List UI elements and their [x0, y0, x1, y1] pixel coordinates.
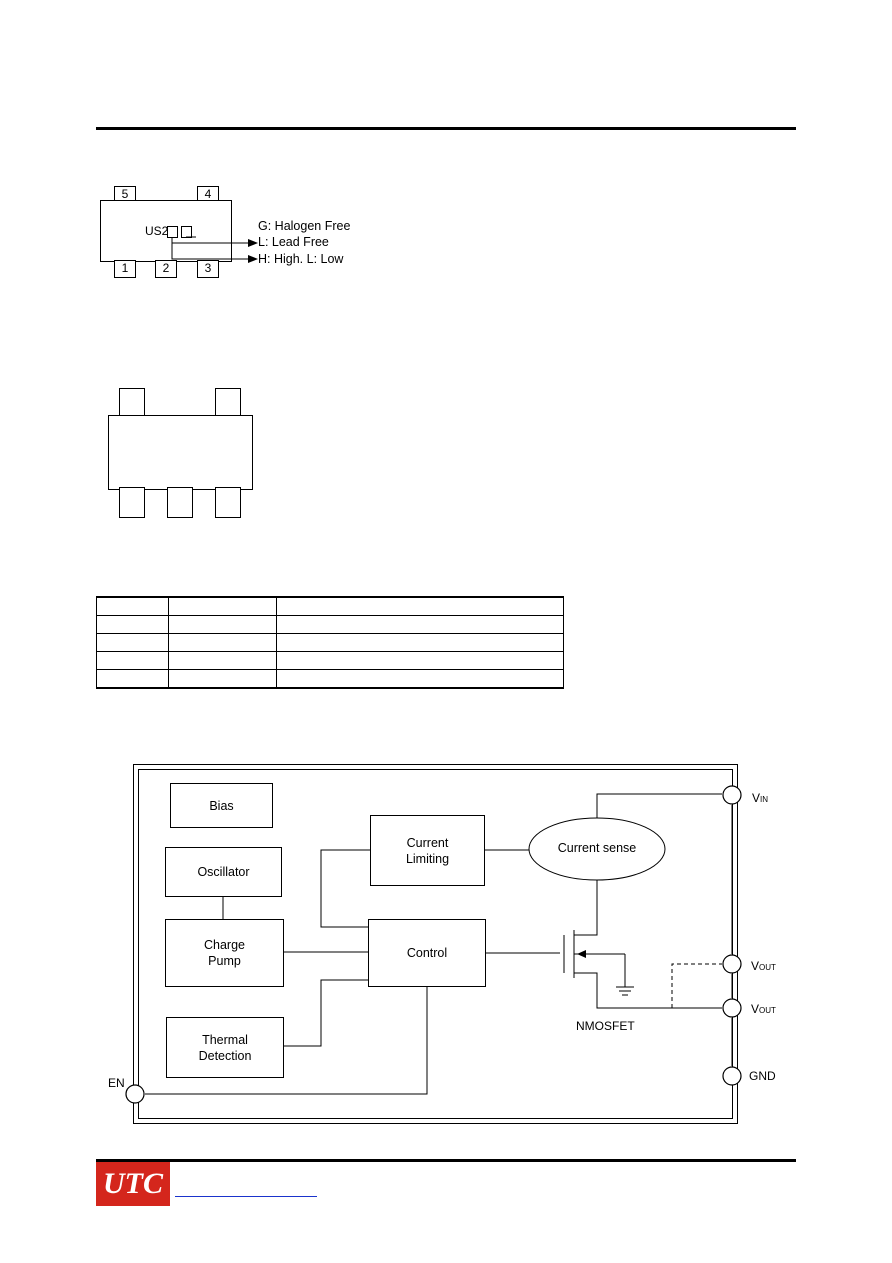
pin-2: 2 — [155, 260, 177, 278]
gnd-pin-label: GND — [749, 1069, 776, 1083]
bias-block: Bias — [170, 783, 273, 828]
legend-halogen-free: G: Halogen Free — [258, 219, 351, 233]
legend-enable-level: H: High. L: Low — [258, 252, 344, 266]
current-limiting-block: Current Limiting — [370, 815, 485, 886]
thermal-label-line1: Thermal — [202, 1032, 248, 1047]
pin-1: 1 — [114, 260, 136, 278]
table-row — [96, 651, 564, 670]
oscillator-block: Oscillator — [165, 847, 282, 897]
pin-3: 3 — [197, 260, 219, 278]
vout2-sub: OUT — [759, 1006, 776, 1015]
outline-pin-bottom-1 — [119, 487, 145, 518]
vout2-pin-label: VOUT — [751, 1002, 776, 1016]
vin-sub: IN — [760, 795, 769, 804]
thermal-detection-block: Thermal Detection — [166, 1017, 284, 1078]
marking-package-body — [100, 200, 232, 262]
control-block: Control — [368, 919, 486, 987]
pin-table — [96, 596, 564, 689]
utc-logo: UTC — [96, 1162, 170, 1206]
nmosfet-label: NMOSFET — [576, 1019, 635, 1033]
marking-arrows — [171, 236, 258, 263]
vout1-main: V — [751, 959, 760, 973]
block-diagram-frame — [133, 764, 738, 1124]
current-sense-label: Current sense — [557, 841, 637, 855]
charge-pump-label-line1: Charge — [204, 938, 245, 952]
footer-rule — [96, 1159, 796, 1162]
website-link-underline[interactable] — [175, 1196, 317, 1197]
en-pin-label: EN — [108, 1076, 125, 1090]
current-limiting-label-line1: Current — [406, 835, 449, 850]
vout1-pin-label: VOUT — [751, 959, 776, 973]
outline-pin-bottom-3 — [215, 487, 241, 518]
current-limiting-label-line2: Limiting — [405, 851, 450, 866]
outline-pin-bottom-2 — [167, 487, 193, 518]
vin-main: V — [752, 791, 761, 805]
outline-pin-top-right — [215, 388, 241, 418]
package-outline — [0, 380, 892, 530]
outline-package-body — [108, 415, 253, 490]
header-rule — [96, 127, 796, 130]
charge-pump-block: Charge Pump — [165, 919, 284, 987]
vout1-sub: OUT — [759, 963, 776, 972]
charge-pump-label-line2: Pump — [208, 954, 241, 968]
pin-5: 5 — [114, 186, 136, 203]
outline-pin-top-left — [119, 388, 145, 418]
marking-diagram: 5 4 1 2 3 US2 G: Halogen Free L: Lead Fr… — [0, 0, 892, 300]
legend-lead-free: L: Lead Free — [258, 235, 329, 249]
table-row — [96, 669, 564, 689]
table-row — [96, 596, 564, 616]
vout2-main: V — [751, 1002, 760, 1016]
marking-code: US2 — [145, 224, 169, 238]
vin-pin-label: VIN — [752, 791, 768, 805]
thermal-label-line2: Detection — [198, 1048, 252, 1063]
